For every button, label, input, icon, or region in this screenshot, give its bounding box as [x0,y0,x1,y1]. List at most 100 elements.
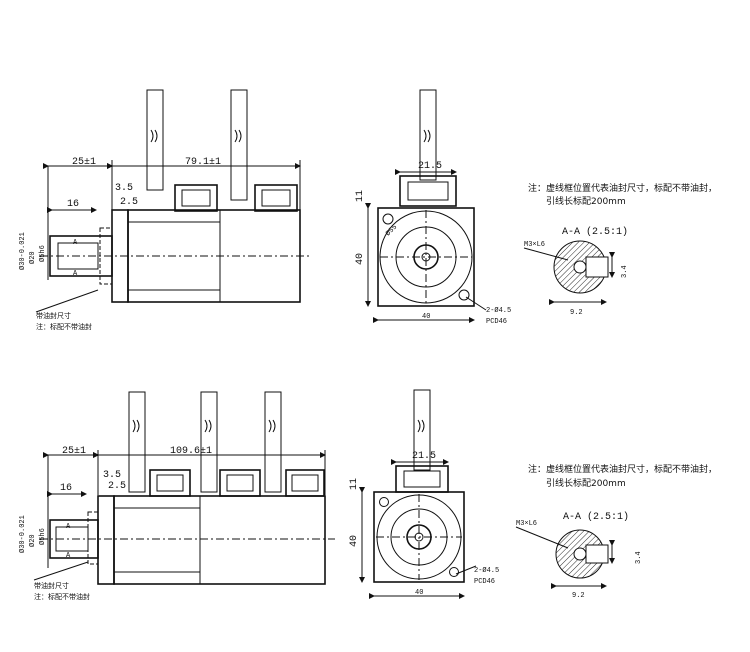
sec-a-top: A [73,239,78,247]
dim-2-5: 2.5 [120,197,138,208]
connector [254,184,298,212]
side-view-2: 25±1 109.6±1 3.5 2.5 16 A A Ø30-0.021 [18,391,335,601]
note-line-1: 注：虚线框位置代表油封尺寸，标配不带油封， [528,182,717,194]
dim-holes: 2-Ø4.5 [474,566,499,575]
dim-dia-shaft: Ø20 [28,534,37,547]
dim-height: 40 [355,253,366,265]
dim-sec-width: 9.2 [572,592,585,600]
shaft [49,519,99,559]
dim-side-h: 11 [349,478,360,490]
section-flat [585,256,609,278]
mount-hole [382,213,394,225]
motor-body [113,495,326,585]
leader-line [455,565,477,575]
side-view-1: 25±1 79.1±1 3.5 2.5 16 A A Ø30-0 [18,89,310,331]
leader-line [33,561,89,581]
notes-1: 注：虚线框位置代表油封尺寸，标配不带油封， 引线长标配200mm [528,182,717,207]
note-line-1: 注：虚线框位置代表油封尺寸，标配不带油封， [528,463,717,475]
section-hole [573,547,587,561]
connector-inner [403,470,441,488]
section-view-1: A-A (2.5:1) M3×L6 3.4 9.2 [523,226,629,317]
cable-break [150,129,158,143]
flange [97,495,115,585]
section-hole [573,260,587,274]
leader-line [465,296,487,311]
section-flat [585,544,609,564]
section-title: A-A (2.5:1) [562,226,628,238]
connector-inner [181,189,211,207]
dim-depth: 3.4 [621,265,629,278]
dim-body-len: 79.1±1 [185,157,221,168]
cable-break [268,419,276,433]
seal-note: 注：标配不带油封 [36,322,92,331]
connector-inner [291,474,319,492]
connector [399,175,457,207]
connector-inner [156,474,184,492]
dim-dia-shaft: Ø20 [28,251,37,264]
mount-hole [458,289,470,301]
dim-3-5: 3.5 [103,470,121,481]
connector-inner [226,474,254,492]
dim-shaft-len: 25±1 [62,446,86,457]
cable [413,389,431,471]
cable [200,391,218,493]
dim-holes: 2-Ø4.5 [486,306,511,315]
dim-top-width: 21.5 [418,161,442,172]
dim-key-len: 16 [60,483,72,494]
connector [174,184,218,212]
dim-width: 40 [415,589,423,597]
thread-label: M3×L6 [516,520,537,528]
sec-a-top: A [66,523,71,531]
cable-break [204,419,212,433]
dim-shaft-len: 25±1 [72,157,96,168]
cable [264,391,282,493]
seal-label: 带油封尺寸 [36,311,71,320]
dim-key-len: 16 [67,199,79,210]
connector-inner [261,189,291,207]
connector [149,469,191,497]
dim-2-5: 2.5 [108,481,126,492]
section-view-2: A-A (2.5:1) M3×L6 3.4 9.2 [515,511,643,600]
seal-note: 注：标配不带油封 [34,592,90,601]
cable-break [423,129,431,143]
front-view-1: 21.5 11 40 Ø55 40 2-Ø4.5 PCD46 [355,89,511,326]
cable [230,89,248,201]
dim-width: 40 [422,313,430,321]
dim-side-h: 11 [355,190,366,202]
cable [146,89,164,191]
connector-inner [407,181,449,201]
mount-hole [379,497,389,507]
dim-body-len: 109.6±1 [170,446,212,457]
dim-hole-dia: Ø55 [384,223,399,238]
dim-pcd: PCD46 [474,578,495,586]
leader-line [35,289,99,313]
front-view-2: 21.5 11 40 40 2-Ø4.5 PCD46 [349,389,499,599]
cable-break [417,419,425,433]
note-line-2: 引线长标配200mm [546,195,626,207]
dim-3-5: 3.5 [115,183,133,194]
mount-hole [449,567,459,577]
dim-dia-flange: Ø30-0.021 [18,232,27,270]
section-title: A-A (2.5:1) [563,511,629,523]
dim-dia-small: Ø5h6 [38,245,47,262]
dim-depth: 3.4 [635,551,643,564]
dim-height: 40 [349,535,360,547]
cable [128,391,146,493]
cable [419,89,437,181]
flange-square [373,491,465,583]
dim-dia-small: Ø5h6 [38,528,47,545]
cable-break [234,129,242,143]
dim-sec-width: 9.2 [570,309,583,317]
seal-label: 带油封尺寸 [34,581,69,590]
thread-label: M3×L6 [524,241,545,249]
cable-break [132,419,140,433]
dim-pcd: PCD46 [486,318,507,326]
dim-top-width: 21.5 [412,451,436,462]
flange-square [377,207,475,307]
sec-a-bottom: A [66,552,71,560]
sec-a-bottom: A [73,270,78,278]
note-line-2: 引线长标配200mm [546,477,626,489]
connector [219,469,261,497]
dim-dia-flange: Ø30-0.021 [18,515,27,553]
